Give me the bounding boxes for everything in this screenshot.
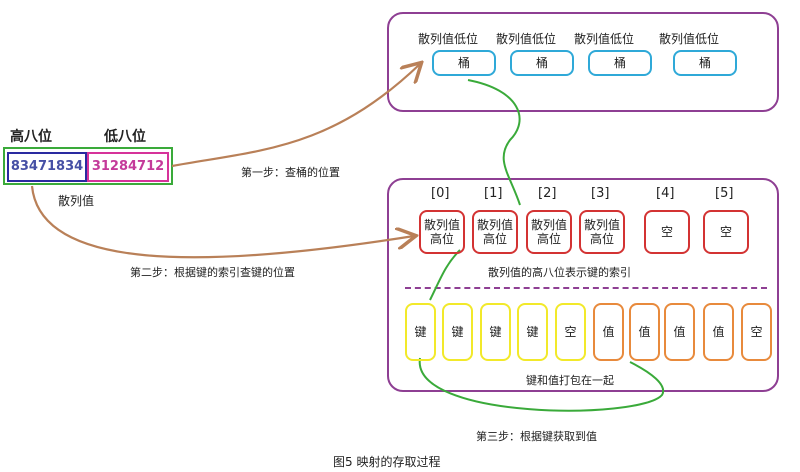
key-slot: 键 xyxy=(480,303,511,361)
bucket-header-label: 散列值低位 xyxy=(496,32,557,46)
index-label: [3] xyxy=(591,186,610,201)
bucket-header-label: 散列值低位 xyxy=(659,32,720,46)
index-slot: 空 xyxy=(644,210,690,254)
step1-label: 第一步：查桶的位置 xyxy=(241,166,340,179)
bucket-box: 桶 xyxy=(432,50,496,76)
bucket-box: 桶 xyxy=(588,50,652,76)
value-slot: 值 xyxy=(664,303,695,361)
high-digits: 83471834 xyxy=(10,159,84,174)
high-digits-box: 83471834 xyxy=(7,152,87,182)
high-bits-label: 高八位 xyxy=(10,129,52,145)
key-slot: 键 xyxy=(405,303,436,361)
index-to-key-link xyxy=(429,249,461,301)
index-label: [0] xyxy=(431,186,450,201)
step2-arrow xyxy=(30,185,414,259)
key-slot: 键 xyxy=(442,303,473,361)
low-digits: 31284712 xyxy=(91,159,165,174)
low-bits-label: 低八位 xyxy=(104,129,146,145)
value-slot: 值 xyxy=(703,303,734,361)
value-slot: 值 xyxy=(629,303,660,361)
hash-value-caption: 散列值 xyxy=(58,194,95,208)
index-label: [1] xyxy=(484,186,503,201)
pack-caption: 键和值打包在一起 xyxy=(526,374,614,387)
bucket-header-label: 散列值低位 xyxy=(418,32,479,46)
index-slot: 空 xyxy=(703,210,749,254)
value-slot: 值 xyxy=(593,303,624,361)
index-slot: 散列值 高位 xyxy=(472,210,518,254)
index-panel xyxy=(387,178,779,392)
index-slot: 散列值 高位 xyxy=(419,210,465,254)
index-label: [5] xyxy=(715,186,734,201)
index-label: [2] xyxy=(538,186,557,201)
low-digits-box: 31284712 xyxy=(87,152,169,182)
bucket-panel xyxy=(387,12,779,112)
bucket-to-index-link xyxy=(467,79,521,206)
dashed-divider xyxy=(405,287,767,289)
key-slot: 空 xyxy=(555,303,586,361)
step2-label: 第二步：根据键的索引查键的位置 xyxy=(130,266,295,279)
bucket-header-label: 散列值低位 xyxy=(574,32,635,46)
figure-caption: 图5 映射的存取过程 xyxy=(333,455,441,469)
bucket-box: 桶 xyxy=(673,50,737,76)
index-label: [4] xyxy=(656,186,675,201)
key-to-value-link xyxy=(418,357,665,412)
value-slot: 空 xyxy=(741,303,772,361)
step3-label: 第三步：根据键获取到值 xyxy=(476,430,597,443)
step1-arrow xyxy=(171,64,420,168)
index-slot: 散列值 高位 xyxy=(579,210,625,254)
index-caption: 散列值的高八位表示键的索引 xyxy=(488,266,631,279)
bucket-box: 桶 xyxy=(510,50,574,76)
index-slot: 散列值 高位 xyxy=(526,210,572,254)
key-slot: 键 xyxy=(517,303,548,361)
